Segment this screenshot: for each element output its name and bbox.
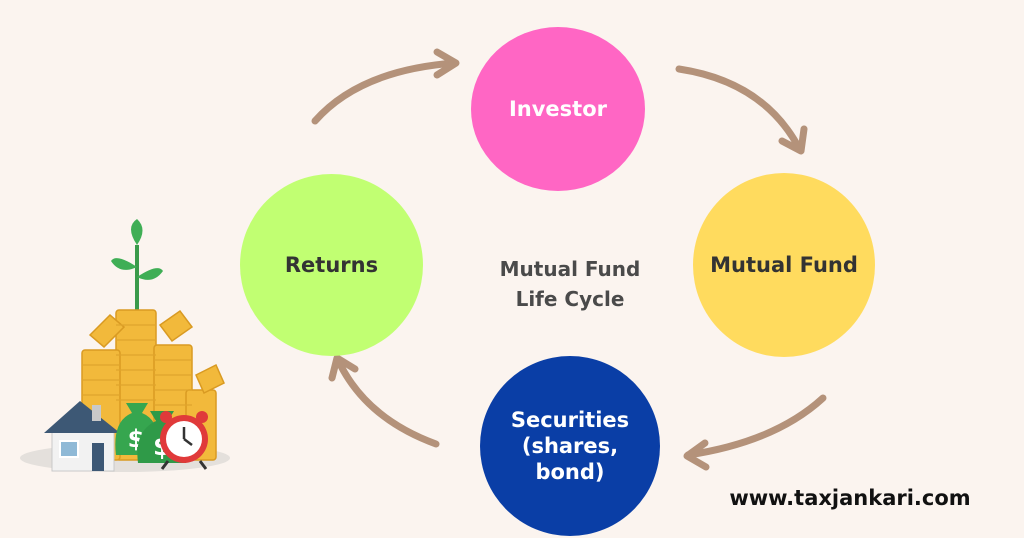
diagram-title: Mutual Fund Life Cycle [470, 254, 670, 314]
diagram-title-line1: Mutual Fund [470, 254, 670, 284]
mutual-fund-label: Mutual Fund [700, 252, 868, 278]
returns-node: Returns [240, 174, 423, 356]
investor-label: Investor [499, 96, 617, 122]
securities-node: Securities (shares, bond) [480, 356, 660, 536]
arrow-returns-to-investor [315, 63, 455, 121]
returns-label: Returns [275, 252, 388, 278]
arrow-securities-to-returns [338, 360, 436, 444]
plant-icon [111, 219, 163, 310]
mutual-fund-node: Mutual Fund [693, 173, 875, 357]
savings-illustration: $ $ [20, 215, 240, 480]
arrow-fund-to-securities [688, 398, 823, 455]
investor-node: Investor [471, 27, 645, 191]
securities-label: Securities (shares, bond) [480, 407, 660, 486]
diagram-title-line2: Life Cycle [470, 284, 670, 314]
website-url: www.taxjankari.com [700, 486, 1000, 510]
